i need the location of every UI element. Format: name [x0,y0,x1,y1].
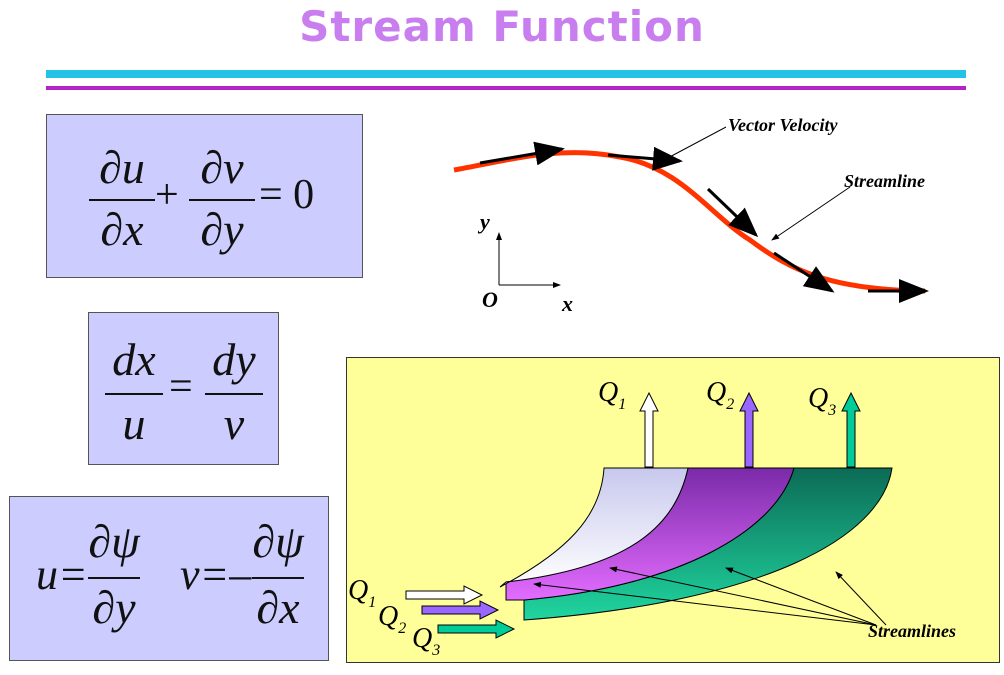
q2-out-label: Q2 [706,377,734,413]
y-axis-label: y [477,209,490,234]
continuity-den1: ∂x [100,204,144,255]
origin-label: O [482,287,498,312]
q1-out-arrow [639,391,659,468]
continuity-num1: ∂u [99,142,145,193]
continuity-fraction-bar-1 [89,199,155,201]
page-title: Stream Function [299,2,705,51]
stream-fn-fraction-bar-2 [252,577,304,579]
title-rule-cyan [46,70,966,78]
continuity-den2: ∂y [200,204,244,255]
q3-out-arrow [841,391,861,468]
streamline-diagram: Vector Velocity Streamline y x O [453,115,929,316]
stream-fn-lhs-v: v=– [180,550,252,599]
continuity-rhs: = 0 [259,172,315,218]
q1-in-label: Q1 [348,575,376,611]
continuity-num2: ∂v [200,142,244,193]
streamline-label: Streamline [844,171,925,191]
q3-in-label: Q3 [412,623,440,659]
q1-in-arrow [405,585,484,605]
q3-out-label: Q3 [808,383,836,419]
stream-fn-fraction-bar-1 [88,577,140,579]
stream-function-equation-box: u= ∂ψ ∂y v=– ∂ψ ∂x [9,496,329,661]
vector-velocity-label: Vector Velocity [728,115,838,135]
streamlines-leader-3 [725,567,877,626]
q1-out-label: Q1 [598,377,626,413]
q3-in-arrow [437,619,516,639]
streamline-eq-den1: u [122,398,146,449]
streamline-eq-fraction-bar-2 [205,393,263,395]
streamline-eq-num1: dx [112,334,156,385]
streamline-eq-den2: v [223,398,245,449]
flow-channel-diagram: Q1 Q2 Q3 Q1 Q2 Q3 Streamlines [346,357,1000,663]
streamlines-label: Streamlines [868,621,956,641]
velocity-vector-4 [773,251,835,293]
q2-in-label: Q2 [378,601,406,637]
streamlines-leader-1 [533,581,877,626]
streamline-label-leader [771,186,851,241]
velocity-vector-1 [479,141,565,166]
streamline-eq-fraction-bar-1 [105,393,163,395]
velocity-vector-3 [706,187,759,238]
continuity-fraction-bar-2 [189,199,255,201]
streamlines-leader-4 [835,571,887,626]
stream-fn-den1: ∂y [92,582,136,633]
continuity-equation-box: ∂u ∂x + ∂v ∂y = 0 [46,114,363,278]
stream-fn-lhs-u: u= [36,550,88,599]
streamline-eq-num2: dy [212,334,256,385]
q2-out-arrow [739,391,759,468]
streamlines-leader-2 [609,566,877,626]
channel-band-1 [499,467,689,588]
continuity-plus: + [155,172,179,218]
stream-fn-den2: ∂x [256,582,300,633]
x-axis-label: x [561,291,573,316]
title-rule-purple [46,86,966,90]
streamline-equation-box: dx u = dy v [88,312,279,465]
stream-fn-num2: ∂ψ [252,516,304,567]
q2-in-arrow [421,600,500,620]
streamline-eq-equals: = [169,364,193,410]
stream-fn-num1: ∂ψ [88,516,140,567]
velocity-label-leader [663,126,727,161]
